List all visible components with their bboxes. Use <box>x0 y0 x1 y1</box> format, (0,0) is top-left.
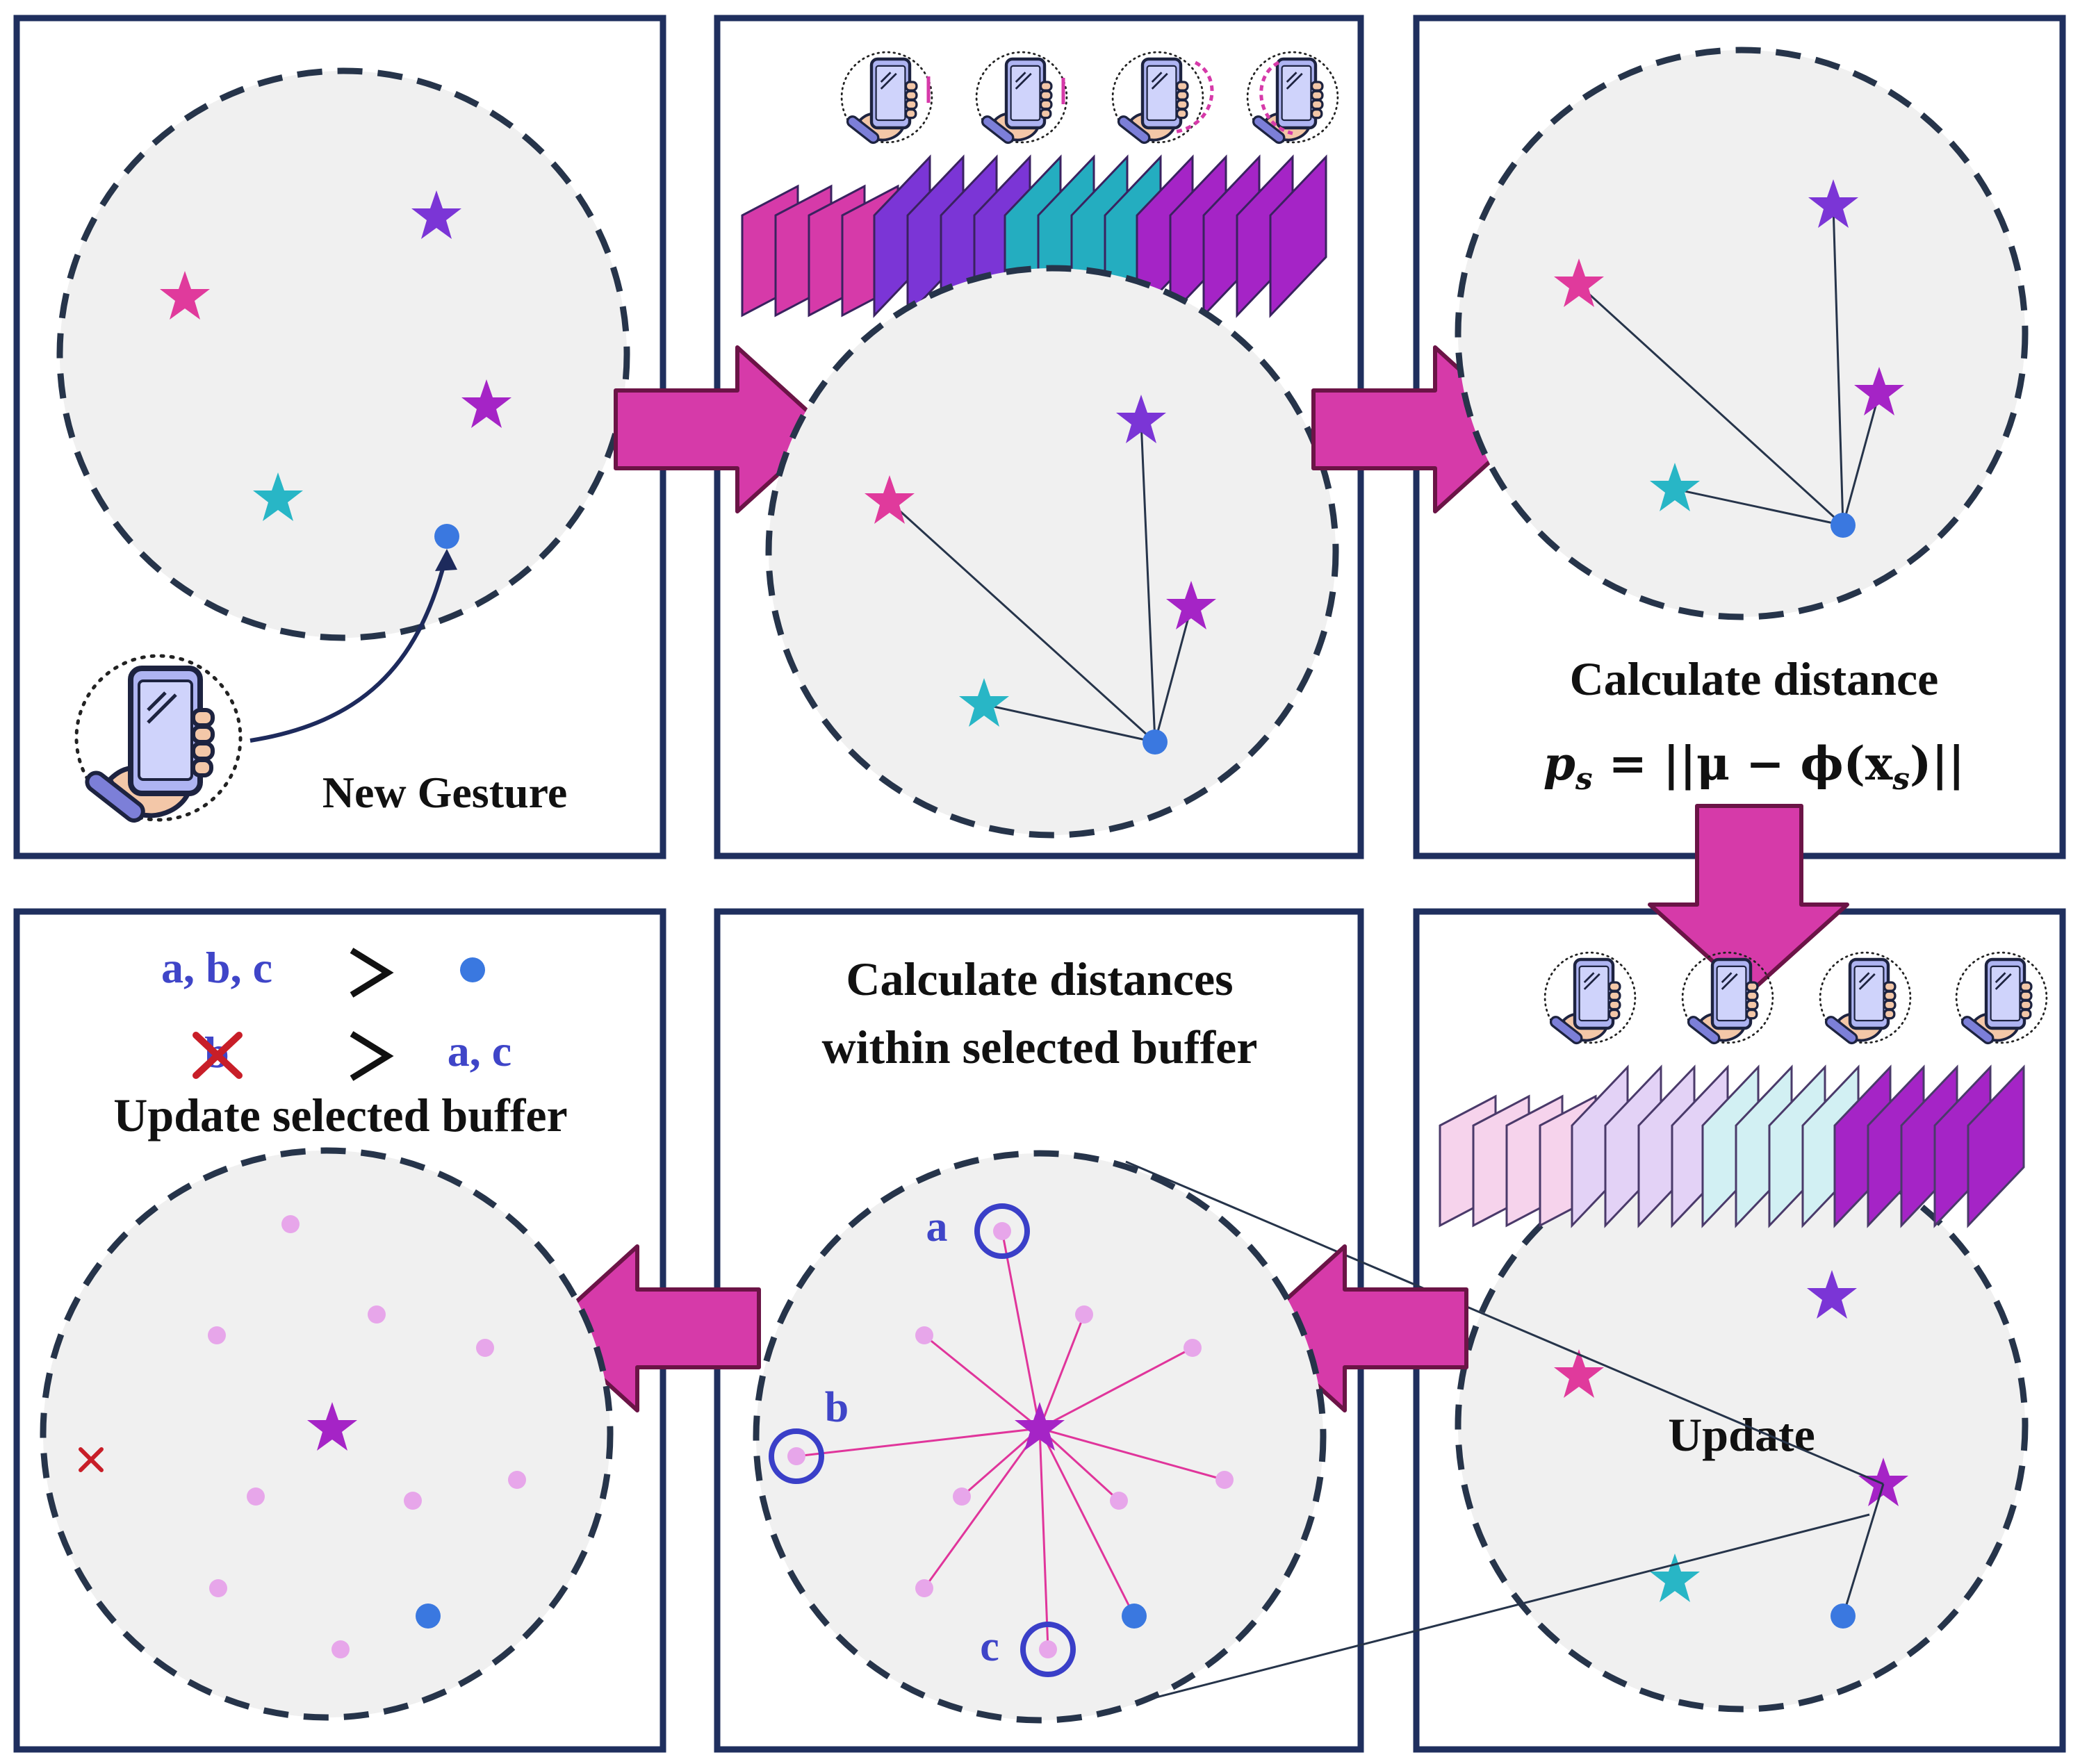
panel-6: a, b, c b a, c Update selected buffer <box>40 943 614 1721</box>
buffer-samples <box>208 1215 526 1658</box>
new-sample-dot <box>1122 1604 1147 1629</box>
distance-lines <box>1578 205 1881 527</box>
zoom-line-top <box>1125 1160 1884 1485</box>
panel-2 <box>741 52 1339 839</box>
label-c: c <box>980 1623 999 1670</box>
updated-buffer <box>1439 1064 2025 1228</box>
new-gesture-label: New Gesture <box>322 768 568 817</box>
zoom-line-bottom <box>1099 1513 1870 1713</box>
panel-1: New Gesture <box>56 67 630 824</box>
calculate-distances-label: Calculate distances <box>846 953 1233 1005</box>
gesture-icons-row <box>842 52 1338 145</box>
new-sample-dot <box>460 957 485 982</box>
panel-4: Update <box>1099 953 2047 1713</box>
rule2-right: a, c <box>448 1026 511 1075</box>
new-sample-dot <box>1831 1604 1856 1629</box>
arrow-down-icon <box>1648 804 1849 996</box>
update-buffer-label: Update selected buffer <box>113 1089 567 1141</box>
panel-5: Calculate distances within selected buff… <box>753 953 1327 1724</box>
label-b: b <box>825 1384 849 1431</box>
sample-c <box>1039 1640 1057 1658</box>
gesture-rotate-icon <box>1259 60 1293 135</box>
within-buffer-label: within selected buffer <box>821 1021 1257 1073</box>
embedding-space <box>56 67 630 641</box>
new-sample-dot <box>434 524 459 549</box>
sample-a <box>993 1222 1011 1240</box>
selection-rings <box>769 1203 1076 1677</box>
buffer-distance-lines <box>796 1230 1225 1650</box>
rule1-left: a, b, c <box>161 943 272 992</box>
red-x-icon <box>193 1032 243 1079</box>
distance-lines <box>888 420 1193 743</box>
embedding-space <box>1455 47 2029 620</box>
new-sample-dot <box>416 1604 441 1629</box>
buffer-samples <box>787 1222 1234 1658</box>
arrowhead-icon <box>435 549 457 571</box>
panel-3: Calculate distance ps = ||μ − ϕ(xs)|| <box>1455 47 2029 797</box>
label-a: a <box>926 1203 948 1251</box>
gesture-rotate-icon <box>1174 60 1214 134</box>
sample-b <box>787 1447 805 1465</box>
new-sample-dot <box>1143 729 1168 755</box>
removed-sample-icon <box>79 1447 104 1472</box>
embedding-space <box>765 265 1339 839</box>
update-label: Update <box>1668 1408 1815 1461</box>
distance-formula: ps = ||μ − ϕ(xs)|| <box>1543 736 1965 797</box>
distance-line <box>1842 1483 1885 1617</box>
new-gesture-curve <box>249 561 447 743</box>
greater-than-icon <box>350 1031 394 1081</box>
new-sample-dot <box>1831 513 1856 538</box>
calculate-distance-label: Calculate distance <box>1570 652 1939 705</box>
greater-than-icon <box>350 948 394 998</box>
